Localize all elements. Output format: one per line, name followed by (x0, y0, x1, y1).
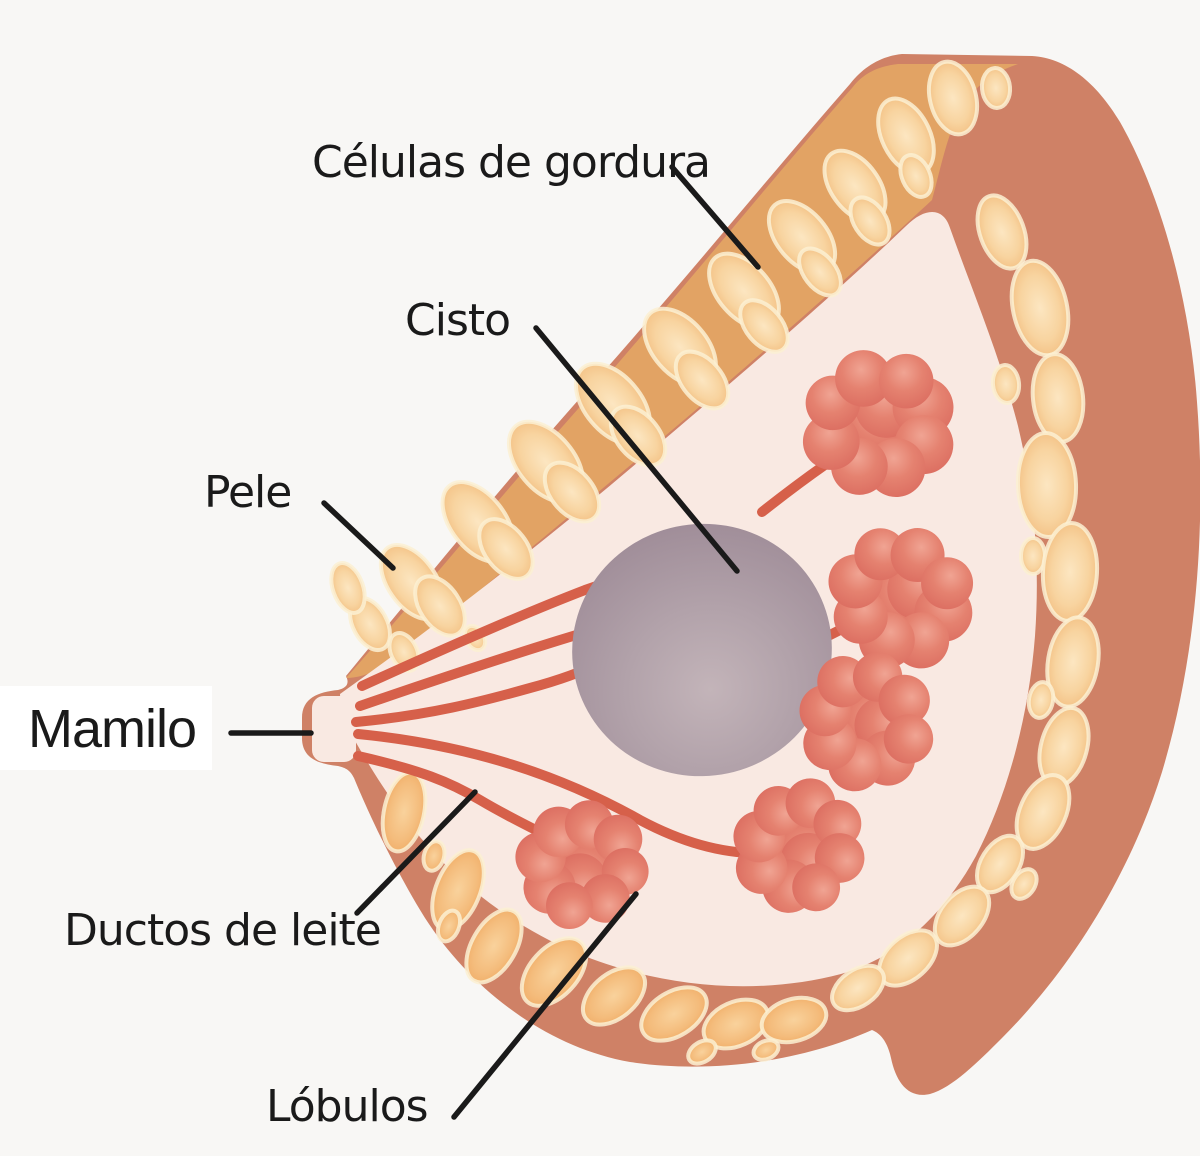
fat-cell (975, 193, 1029, 271)
label-lobules: Lóbulos (266, 1081, 429, 1132)
fat-cell (686, 1038, 718, 1066)
fat-cell (797, 246, 843, 298)
fat-cell (413, 574, 467, 638)
fat-cell (608, 404, 668, 468)
fat-cell (926, 59, 980, 137)
label-nipple: Mamilo (28, 699, 197, 759)
fat-cell (1026, 680, 1056, 720)
fat-cell (932, 884, 992, 948)
fat-cell (581, 965, 647, 1027)
fat-cell (1015, 431, 1079, 539)
fat-cell (639, 985, 709, 1043)
leader-skin-line (321, 500, 396, 571)
label-skin: Pele (204, 467, 292, 518)
fat-cell (519, 936, 589, 1008)
fat-cell (990, 363, 1022, 405)
fat-cell (421, 839, 447, 873)
fat-cell (751, 1038, 781, 1062)
fat-cell (464, 907, 524, 985)
nipple-label-background (0, 686, 212, 770)
leader-lobules-line (451, 891, 639, 1120)
leader-milk-ducts-line (354, 789, 478, 916)
leader-fat-cells-line (669, 164, 761, 270)
fat-cell (848, 195, 892, 247)
fat-cell (477, 517, 535, 581)
leader-lines (228, 164, 761, 1120)
cyst-shape (572, 523, 832, 777)
fat-cell (673, 349, 731, 411)
fat-cell (759, 995, 829, 1045)
fat-cell (898, 153, 934, 199)
fat-cells-group (329, 59, 1101, 1066)
label-milk-ducts: Ductos de leite (64, 905, 382, 956)
label-fat-cells: Células de gordura (312, 137, 711, 188)
fat-cell (830, 963, 886, 1013)
fat-cell (1009, 867, 1039, 901)
fat-cell (542, 460, 602, 524)
fat-cell (329, 561, 367, 615)
fat-cell (979, 66, 1013, 110)
nipple-interior (312, 696, 356, 762)
leader-cyst-line (533, 325, 740, 574)
fat-cell (1014, 773, 1072, 851)
label-cyst: Cisto (405, 295, 511, 346)
fat-cell (435, 908, 463, 944)
fat-cell (738, 298, 790, 354)
fat-cell (1045, 615, 1101, 709)
